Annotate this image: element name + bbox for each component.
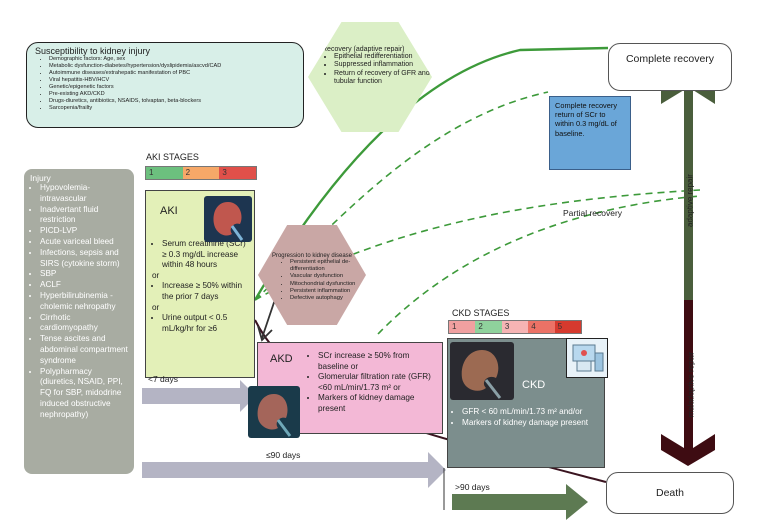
death-label: Death	[655, 487, 685, 499]
aki-stages-bar: 1 2 3	[145, 166, 257, 180]
progression-title: Progression to kidney disease	[271, 253, 353, 259]
aki-to-akd-arrowhead	[257, 325, 273, 342]
list-item: Return of recovery of GFR and tubular fu…	[334, 70, 432, 87]
injury-box: Injury Hypovolemia-intravascular Inadver…	[24, 169, 134, 474]
list-item: Drugs-diuretics, antibiotics, NSAIDS, to…	[49, 98, 295, 105]
aki-label: AKI	[160, 205, 178, 217]
list-item: Autoimmune diseases/extrahepatic manifes…	[49, 70, 295, 77]
lt7-days-arrow	[142, 380, 256, 412]
susceptibility-box: Susceptibility to kidney injury Demograp…	[26, 42, 304, 128]
akd-label: AKD	[270, 353, 293, 365]
ckd-stage-4: 4	[528, 321, 555, 333]
list-item: Glomerular filtration rate (GFR) <60 mL/…	[318, 372, 438, 393]
list-item: Viral hepatitis-HBV/HCV	[49, 77, 295, 84]
aki-or-1: or	[152, 270, 160, 280]
list-item: Acute variceal bleed	[40, 237, 128, 248]
complete-recovery-label: Complete recovery	[625, 53, 715, 65]
ckd-stage-3: 3	[501, 321, 529, 333]
susceptibility-list: Demographic factors: Age, sex Metabolic …	[35, 56, 295, 112]
death-box: Death	[606, 472, 734, 514]
kidney-illustration-ckd	[450, 342, 514, 400]
susceptibility-title: Susceptibility to kidney injury	[35, 46, 151, 56]
complete-recovery-note: Complete recovery return of SCr to withi…	[549, 96, 631, 170]
ckd-stages-title: CKD STAGES	[452, 308, 510, 318]
list-item: SBP	[40, 269, 128, 280]
adaptive-repair-label: adaptive repair	[685, 174, 695, 227]
partial-recovery-line-1	[254, 91, 549, 301]
ckd-stage-5: 5	[554, 321, 582, 333]
list-item: Defective autophagy	[290, 295, 366, 302]
list-item: Suppressed inflammation	[334, 61, 432, 69]
kidney-illustration-akd	[248, 386, 300, 438]
list-item: Markers of kidney damage present	[462, 418, 600, 429]
gt90-days-label: >90 days	[455, 482, 490, 492]
ckd-criteria: GFR < 60 mL/min/1.73 m² and/or Markers o…	[452, 407, 600, 428]
list-item: Hyperbilirubinemia -cholemic nehropathy	[40, 291, 128, 313]
list-item: Persistent epithelial de-differentiation	[290, 259, 366, 273]
list-item: Metabolic dysfunction-diabetes/hypertens…	[49, 63, 295, 70]
complete-recovery-box: Complete recovery	[608, 43, 732, 91]
list-item: Urine output < 0.5 mL/kg/hr for ≥6	[162, 313, 248, 334]
injury-title: Injury	[30, 173, 51, 183]
le90-days-arrow	[142, 452, 446, 488]
list-item: Cirrhotic cardiomyopathy	[40, 313, 128, 335]
list-item: Genetic/epigenetic factors	[49, 84, 295, 91]
dialysis-machine-icon	[566, 338, 608, 378]
list-item: Sarcopenia/frailty	[49, 105, 295, 112]
aki-stage-2: 2	[182, 167, 220, 179]
list-item: Serum creatinine (SCr) ≥ 0.3 mg/dL incre…	[162, 239, 248, 271]
list-item: Epithelial redifferentiation	[334, 53, 432, 61]
aki-or-2: or	[152, 302, 160, 312]
progression-list: Persistent epithelial de-differentiation…	[276, 259, 366, 302]
list-item: Inadvertant fluid restriction	[40, 205, 128, 227]
lt7-days-label: <7 days	[148, 374, 179, 384]
aki-stages-title: AKI STAGES	[146, 152, 199, 162]
partial-recovery-line-3	[377, 195, 701, 335]
aki-criteria: Serum creatinine (SCr) ≥ 0.3 mg/dL incre…	[152, 239, 248, 334]
ckd-label: CKD	[522, 379, 546, 391]
injury-list: Hypovolemia-intravascular Inadvertant fl…	[30, 183, 128, 421]
list-item: Demographic factors: Age, sex	[49, 56, 295, 63]
maladaptive-repair-arrow	[661, 300, 715, 466]
list-item: Persistent inflammation	[290, 288, 366, 295]
list-item: Pre-existing AKD/CKD	[49, 91, 295, 98]
ckd-stage-1: 1	[449, 321, 476, 333]
list-item: Increase ≥ 50% within the prior 7 days	[162, 281, 248, 302]
gt90-days-arrow	[452, 484, 588, 520]
ckd-stages-bar: 1 2 3 4 5	[448, 320, 582, 334]
ckd-stage-2: 2	[475, 321, 502, 333]
list-item: Infections, sepsis and SIRS (cytokine st…	[40, 248, 128, 270]
akd-criteria: SCr increase ≥ 50% from baseline or Glom…	[308, 351, 438, 414]
list-item: GFR < 60 mL/min/1.73 m² and/or	[462, 407, 600, 418]
list-item: Vascular dysfunction	[290, 273, 366, 280]
partial-recovery-label: Partial recovery	[563, 208, 623, 218]
aki-stage-1: 1	[146, 167, 183, 179]
list-item: Mitochondrial dysfunction	[290, 281, 366, 288]
list-item: PICD-LVP	[40, 226, 128, 237]
adaptive-repair-arrow	[661, 72, 715, 300]
aki-stage-3: 3	[219, 167, 257, 179]
list-item: Markers of kidney damage present	[318, 393, 438, 414]
partial-recovery-line-2	[254, 189, 701, 301]
list-item: SCr increase ≥ 50% from baseline or	[318, 351, 438, 372]
maladaptive-repair-label: maladaptive repair	[686, 351, 696, 418]
list-item: Tense ascites and abdominal compartment …	[40, 334, 128, 366]
list-item: Polypharmacy (diuretics, NSAID, PPI, FQ …	[40, 367, 128, 421]
recovery-title: Recovery (adaptive repair)	[322, 46, 405, 53]
list-item: Hypovolemia-intravascular	[40, 183, 128, 205]
kidney-illustration-aki	[204, 196, 252, 242]
recovery-list: Epithelial redifferentiation Suppressed …	[320, 53, 432, 87]
le90-days-label: ≤90 days	[266, 450, 301, 460]
list-item: ACLF	[40, 280, 128, 291]
